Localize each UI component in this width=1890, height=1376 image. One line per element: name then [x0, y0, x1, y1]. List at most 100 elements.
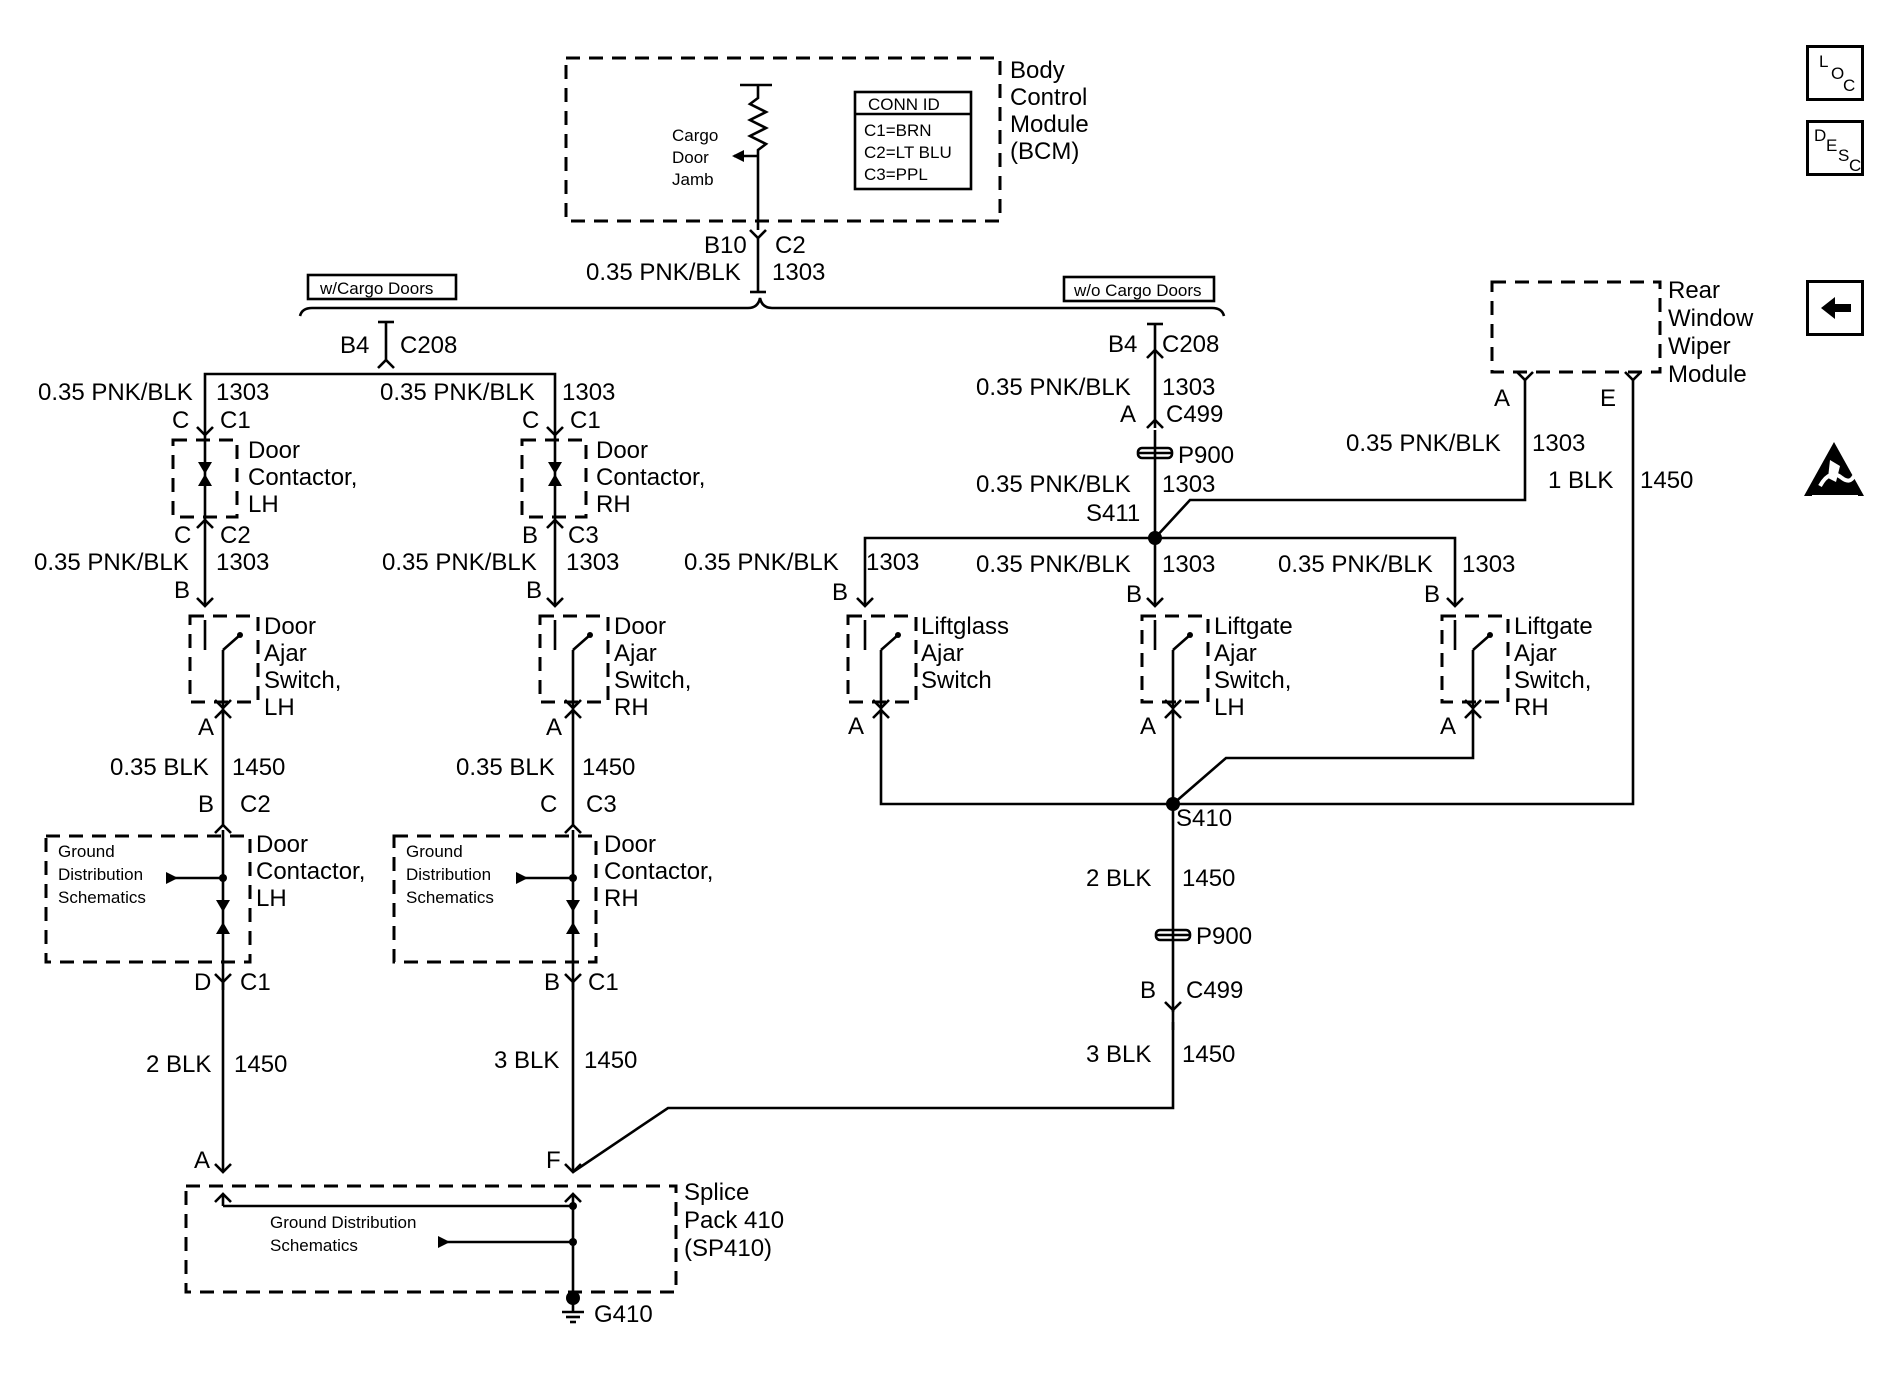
left-c208-conn: C208 — [400, 332, 457, 359]
rh-contactor-2: Contactor, — [596, 464, 705, 491]
lg-label-2: Ajar — [921, 640, 964, 667]
wiper-pin-a: A — [1494, 385, 1510, 412]
lh-pin-d: D — [194, 969, 211, 996]
rc-c499: C499 — [1166, 401, 1223, 428]
lg-pin-a: A — [848, 713, 864, 740]
lh-wire1: 0.35 PNK/BLK — [38, 379, 193, 406]
lgl-wire: 0.35 PNK/BLK — [976, 551, 1131, 578]
lh-conn-c1: C1 — [220, 407, 251, 434]
wiper-wire-a: 0.35 PNK/BLK — [1346, 430, 1501, 457]
loc-button[interactable]: L O C — [1806, 45, 1864, 101]
gc-wire1: 2 BLK — [1086, 865, 1151, 892]
lgr-wire: 0.35 PNK/BLK — [1278, 551, 1433, 578]
wiper-label-2: Window — [1668, 305, 1754, 332]
sp-label-2: Pack 410 — [684, 1207, 784, 1234]
lg-circ: 1303 — [866, 549, 919, 576]
rh-pin-f: F — [546, 1147, 561, 1174]
jamb-label-2: Door — [672, 148, 709, 167]
lgl-label-3: Switch, — [1214, 667, 1291, 694]
sp-gd-2: Schematics — [270, 1236, 358, 1255]
wiper-label-1: Rear — [1668, 277, 1720, 304]
rh-conn-c3b: C3 — [586, 791, 617, 818]
wiper-label-3: Wiper — [1668, 333, 1731, 360]
rh-pin-b: B — [522, 522, 538, 549]
sp-gd-1: Ground Distribution — [270, 1213, 416, 1232]
rear-wiper-module: Rear Window Wiper Module A E 0.35 PNK/BL… — [1173, 277, 1754, 806]
desc-letter-e: E — [1826, 136, 1838, 155]
desc-button[interactable]: D E S C — [1806, 120, 1864, 176]
rh-circ1: 1303 — [562, 379, 615, 406]
lgl-pin-b: B — [1126, 581, 1142, 608]
back-button[interactable] — [1806, 280, 1864, 336]
lg-pin-b: B — [832, 579, 848, 606]
lh-conn-c2: C2 — [220, 522, 251, 549]
rh-switch-3: Switch, — [614, 667, 691, 694]
gc-circ1: 1450 — [1182, 865, 1235, 892]
rh-pin-c2: C — [540, 791, 557, 818]
lh-circ1: 1303 — [216, 379, 269, 406]
lh-wire3: 0.35 BLK — [110, 754, 209, 781]
wiper-circ-e: 1450 — [1640, 467, 1693, 494]
lgr-circ: 1303 — [1462, 551, 1515, 578]
rc-p900: P900 — [1178, 442, 1234, 469]
lh-pin-c2: C — [174, 522, 191, 549]
lgr-pin-a: A — [1440, 713, 1456, 740]
lh-contactor-2: Contactor, — [248, 464, 357, 491]
lgl-label-1: Liftgate — [1214, 613, 1293, 640]
rh-conn-c1: C1 — [570, 407, 601, 434]
loc-letter-l: L — [1819, 52, 1829, 71]
rc-wire1: 0.35 PNK/BLK — [976, 374, 1131, 401]
lh-pin-b: B — [174, 577, 190, 604]
loc-letter-c: C — [1843, 76, 1856, 95]
lgl-circ: 1303 — [1162, 551, 1215, 578]
lgr-pin-b: B — [1424, 581, 1440, 608]
rc-s411: S411 — [1086, 500, 1140, 527]
rh-circ2: 1303 — [566, 549, 619, 576]
desc-letter-d: D — [1814, 126, 1827, 145]
lh-pin-b2: B — [198, 791, 214, 818]
right-chain: B4 C208 0.35 PNK/BLK 1303 A C499 P900 0.… — [863, 322, 1527, 606]
liftgate-rh-switch: 0.35 PNK/BLK 1303 B Liftgate Ajar Switch… — [1172, 551, 1593, 805]
bcm-module: Body Control Module (BCM) Cargo Door Jam… — [564, 56, 1089, 230]
gc-c499: C499 — [1186, 977, 1243, 1004]
rc-wire2: 0.35 PNK/BLK — [976, 471, 1131, 498]
left-c208-pin: B4 — [340, 332, 369, 359]
back-arrow-icon — [1821, 297, 1851, 319]
sp-ground: G410 — [594, 1301, 653, 1328]
lh-conn-c2b: C2 — [240, 791, 271, 818]
wiper-pin-e: E — [1600, 385, 1616, 412]
lh-circ3: 1450 — [232, 754, 285, 781]
jamb-label-3: Jamb — [672, 170, 714, 189]
loc-letter-o: O — [1831, 64, 1845, 83]
lh-circ2: 1303 — [216, 549, 269, 576]
liftgate-lh-switch: 0.35 PNK/BLK 1303 B Liftgate Ajar Switch… — [976, 551, 1293, 804]
lh-wire2: 0.35 PNK/BLK — [34, 549, 189, 576]
lgl-label-2: Ajar — [1214, 640, 1257, 667]
lh-circ4: 1450 — [234, 1051, 287, 1078]
rh-pin-a: A — [546, 714, 562, 741]
bcm-label-4: (BCM) — [1010, 138, 1079, 165]
lh-gd-3: Schematics — [58, 888, 146, 907]
rh-gd-1: Ground — [406, 842, 463, 861]
rh-circ4: 1450 — [584, 1047, 637, 1074]
lgr-label-3: Switch, — [1514, 667, 1591, 694]
gc-wire2: 3 BLK — [1086, 1041, 1151, 1068]
rh-contactor2-1: Door — [604, 831, 656, 858]
rh-gd-2: Distribution — [406, 865, 491, 884]
lgl-pin-a: A — [1140, 713, 1156, 740]
bcm-circuit: 1303 — [772, 259, 825, 286]
rh-contactor-1: Door — [596, 437, 648, 464]
lgl-label-4: LH — [1214, 694, 1245, 721]
option-without-cargo: w/o Cargo Doors — [1073, 281, 1202, 300]
gc-pin-b: B — [1140, 977, 1156, 1004]
bcm-label-1: Body — [1010, 57, 1065, 84]
left-c208: B4 C208 — [203, 320, 557, 435]
lh-switch-1: Door — [264, 613, 316, 640]
wiper-label-4: Module — [1668, 361, 1747, 388]
desc-letter-c: C — [1849, 156, 1862, 175]
rh-switch-2: Ajar — [614, 640, 657, 667]
rh-switch-1: Door — [614, 613, 666, 640]
rh-pin-b3: B — [544, 969, 560, 996]
lh-contactor-3: LH — [248, 491, 279, 518]
